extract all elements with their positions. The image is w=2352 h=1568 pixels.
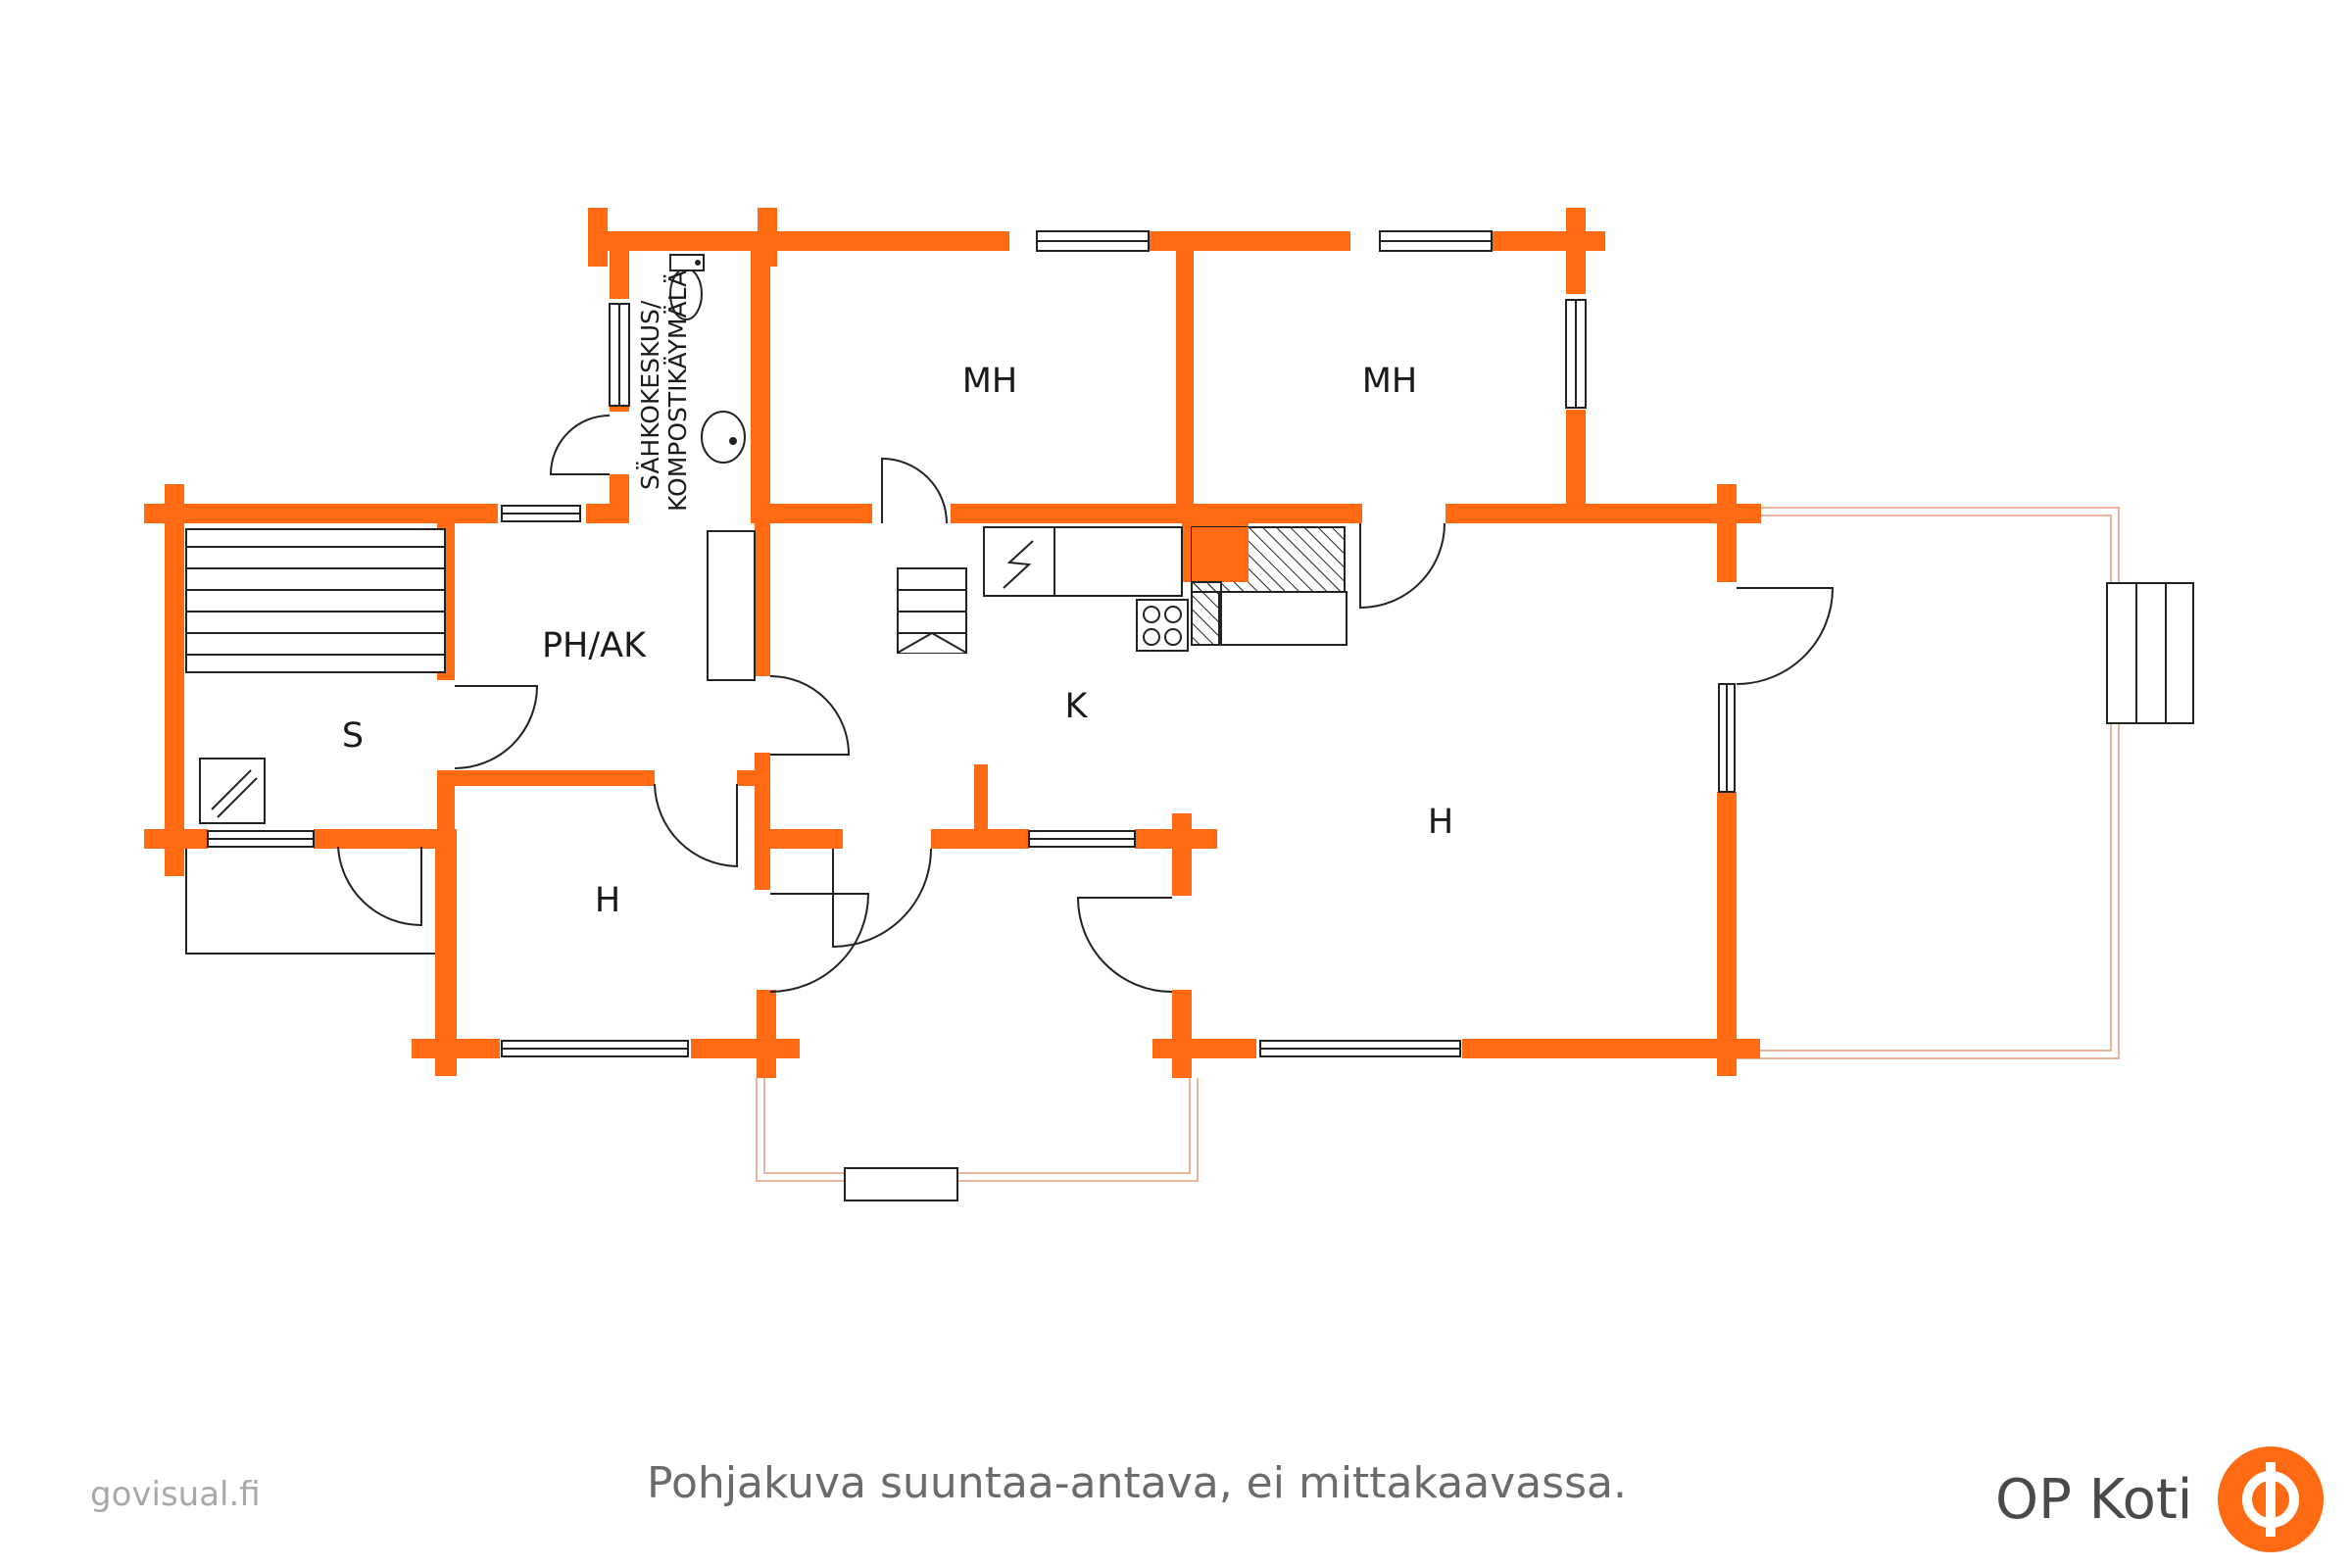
room-label-utility-line2: KOMPOSTIKÄYMÄLÄ <box>663 270 692 512</box>
terrace-steps <box>844 582 2194 1201</box>
sink-icon <box>701 411 746 464</box>
disclaimer-text: Pohjakuva suuntaa-antava, ei mittakaavas… <box>647 1458 1627 1508</box>
fireplace-core <box>1192 527 1249 582</box>
terraces <box>756 507 2120 1182</box>
op-logo-icon <box>2218 1446 2325 1552</box>
brand: OP Koti <box>1995 1446 2325 1552</box>
room-label-mh-right: MH <box>1362 362 1418 401</box>
east-terrace <box>1735 507 2120 1059</box>
porch-step <box>844 1167 958 1201</box>
kitchen-counter <box>983 526 1183 597</box>
stove-burners-icon <box>1136 599 1189 652</box>
room-label-living: H <box>1428 803 1453 842</box>
kitchen-counter-lower <box>1218 591 1348 646</box>
credit-text: govisual.fi <box>90 1475 261 1514</box>
log-ends <box>144 208 1761 1076</box>
brand-name: OP Koti <box>1995 1467 2193 1532</box>
sauna-bench <box>185 528 446 673</box>
room-label-bedroom-small: H <box>595 881 620 920</box>
sauna-exterior-outline <box>185 843 436 955</box>
electric-stove-icon <box>1003 540 1034 589</box>
room-label-mh-left: MH <box>962 362 1018 401</box>
room-label-utility-line1: SÄHKOKESKUS/ <box>636 300 664 490</box>
room-label-ph-ak: PH/AK <box>542 626 647 665</box>
windows <box>207 230 1736 1057</box>
room-label-kitchen: K <box>1065 687 1089 726</box>
south-porch <box>756 1078 1199 1182</box>
wardrobe <box>707 530 756 681</box>
doors <box>337 415 1835 993</box>
sauna-stove <box>199 758 266 824</box>
room-label-sauna: S <box>342 716 364 756</box>
fixtures <box>185 254 1348 824</box>
